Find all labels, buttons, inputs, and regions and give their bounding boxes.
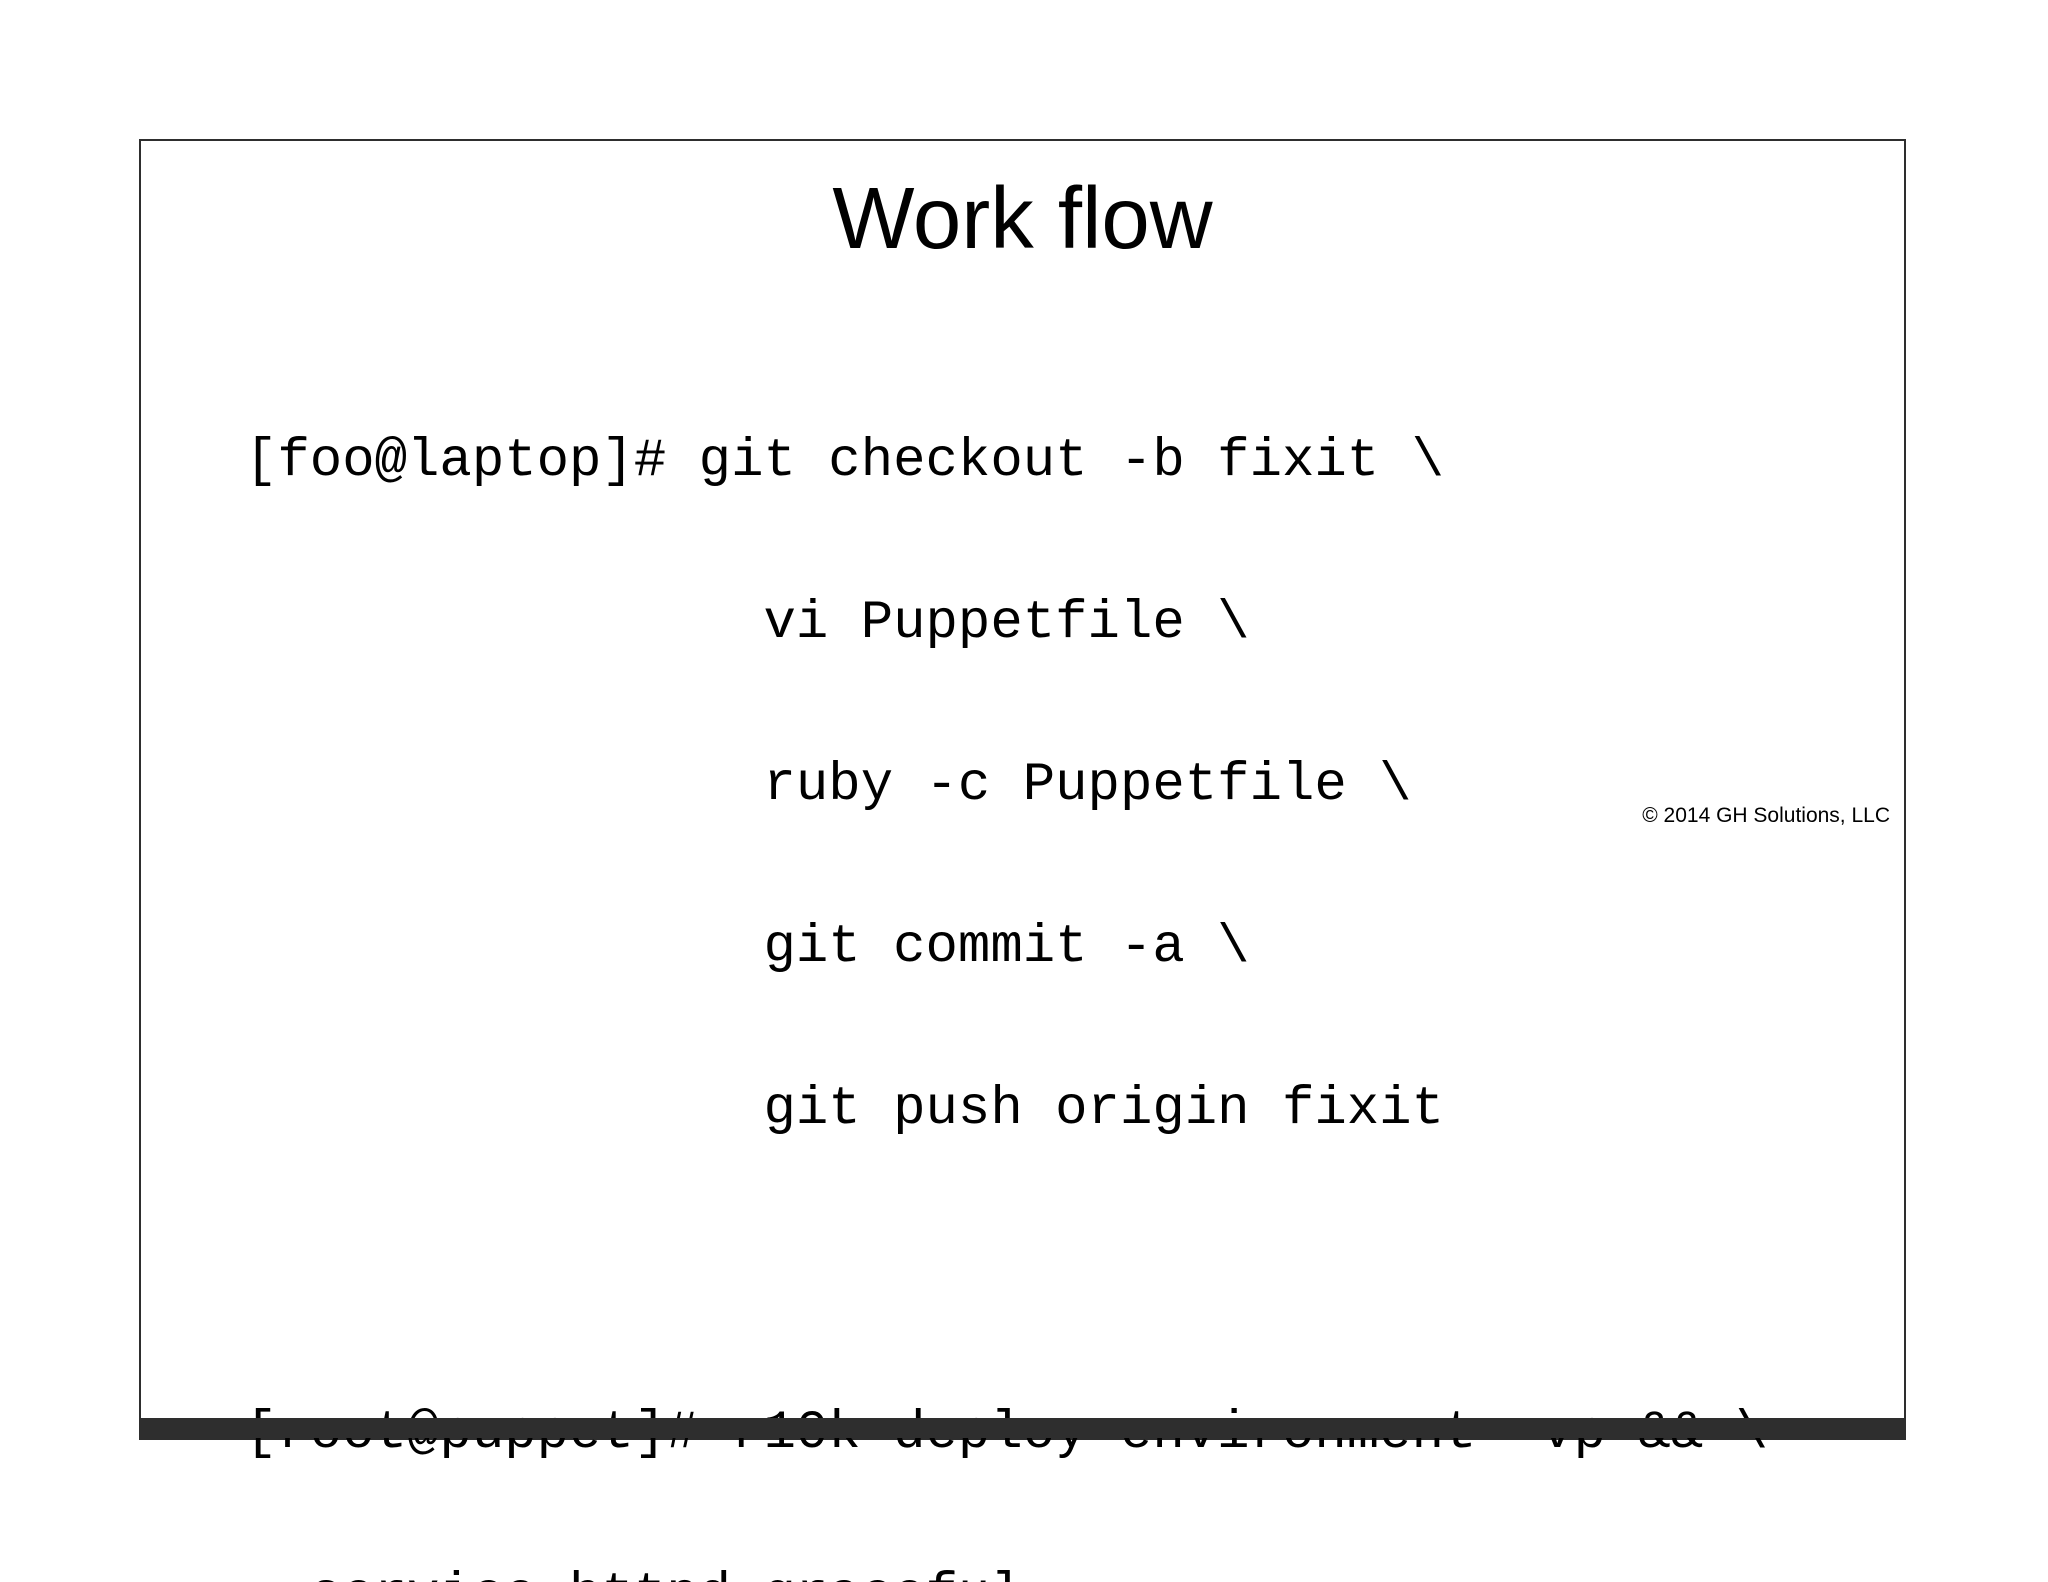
footer-bar bbox=[141, 1418, 1904, 1438]
slide-title: Work flow bbox=[832, 170, 1213, 267]
slide: Work flow [foo@laptop]# git checkout -b … bbox=[139, 139, 1906, 1582]
terminal-line: [foo@laptop]# git checkout -b fixit \ bbox=[245, 431, 1444, 492]
terminal-code-block: [foo@laptop]# git checkout -b fixit \ vi… bbox=[245, 327, 1768, 1582]
terminal-line-blank bbox=[245, 1245, 1768, 1299]
copyright-notice: © 2014 GH Solutions, LLC bbox=[1642, 804, 1890, 827]
terminal-line: git commit -a \ bbox=[245, 917, 1250, 978]
terminal-line: ruby -c Puppetfile \ bbox=[245, 755, 1412, 816]
terminal-line: vi Puppetfile \ bbox=[245, 593, 1250, 654]
terminal-line: service httpd graceful bbox=[245, 1569, 1768, 1582]
terminal-line: git push origin fixit bbox=[245, 1079, 1444, 1140]
